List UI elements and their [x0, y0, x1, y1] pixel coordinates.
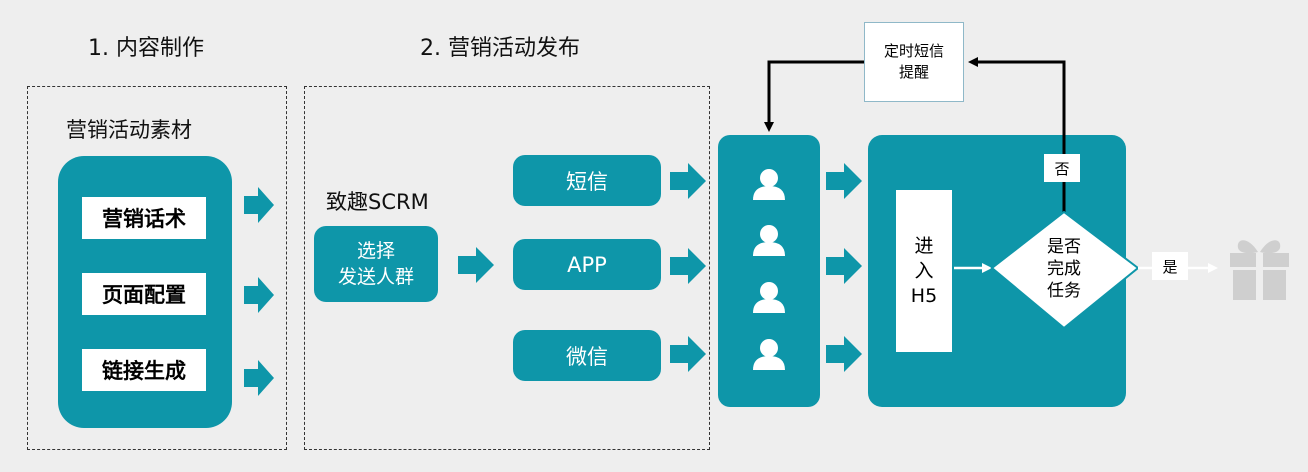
no-label: 否 [1044, 154, 1080, 182]
content-production-group [27, 86, 287, 450]
block-arrow-wechat [670, 336, 706, 372]
step2-title: 2. 营销活动发布 [420, 36, 580, 61]
decision-line3: 任务 [1047, 281, 1081, 301]
user-icon [753, 225, 785, 256]
material-item-page-config: 页面配置 [82, 273, 206, 315]
block-arrow-material-3 [244, 360, 274, 396]
material-item-script: 营销话术 [82, 197, 206, 239]
campaign-publish-group [304, 86, 710, 450]
select-audience-button[interactable]: 选择 发送人群 [314, 226, 438, 302]
enter-line2: 入 [914, 259, 934, 282]
material-title: 营销活动素材 [66, 118, 192, 142]
block-arrow-sms [670, 163, 706, 199]
sms-reminder-box: 定时短信 提醒 [864, 22, 964, 102]
yes-label: 是 [1152, 252, 1188, 280]
decision-to-reminder-line [968, 57, 1066, 212]
user-icon [753, 169, 785, 200]
block-arrow-app [670, 248, 706, 284]
reminder-line1: 定时短信 [883, 42, 944, 60]
enter-line3: H5 [910, 284, 938, 307]
block-arrow-material-2 [244, 277, 274, 313]
material-item-link-gen: 链接生成 [82, 349, 206, 391]
channel-sms[interactable]: 短信 [513, 155, 661, 206]
block-arrow-select [458, 247, 494, 283]
user-icon [753, 282, 785, 313]
decision-line2: 完成 [1047, 259, 1081, 279]
reminder-line2: 提醒 [898, 63, 929, 81]
enter-line1: 进 [914, 234, 934, 257]
select-line2: 发送人群 [337, 266, 414, 288]
decision-diamond [990, 210, 1140, 330]
block-arrow-users-3 [826, 336, 862, 372]
gift-icon [1230, 240, 1289, 300]
select-line1: 选择 [356, 240, 395, 262]
enter-h5-box: 进 入 H5 [896, 190, 952, 352]
block-arrow-users-1 [826, 163, 862, 199]
scrm-title: 致趣SCRM [326, 190, 429, 214]
reminder-to-users-line [764, 60, 864, 132]
channel-wechat[interactable]: 微信 [513, 330, 661, 381]
block-arrow-users-2 [826, 248, 862, 284]
decision-text: 是否 完成 任务 [1034, 236, 1094, 302]
step1-title: 1. 内容制作 [88, 36, 204, 61]
decision-line1: 是否 [1047, 237, 1081, 257]
channel-app[interactable]: APP [513, 239, 661, 290]
user-icon [753, 339, 785, 370]
block-arrow-material-1 [244, 187, 274, 223]
